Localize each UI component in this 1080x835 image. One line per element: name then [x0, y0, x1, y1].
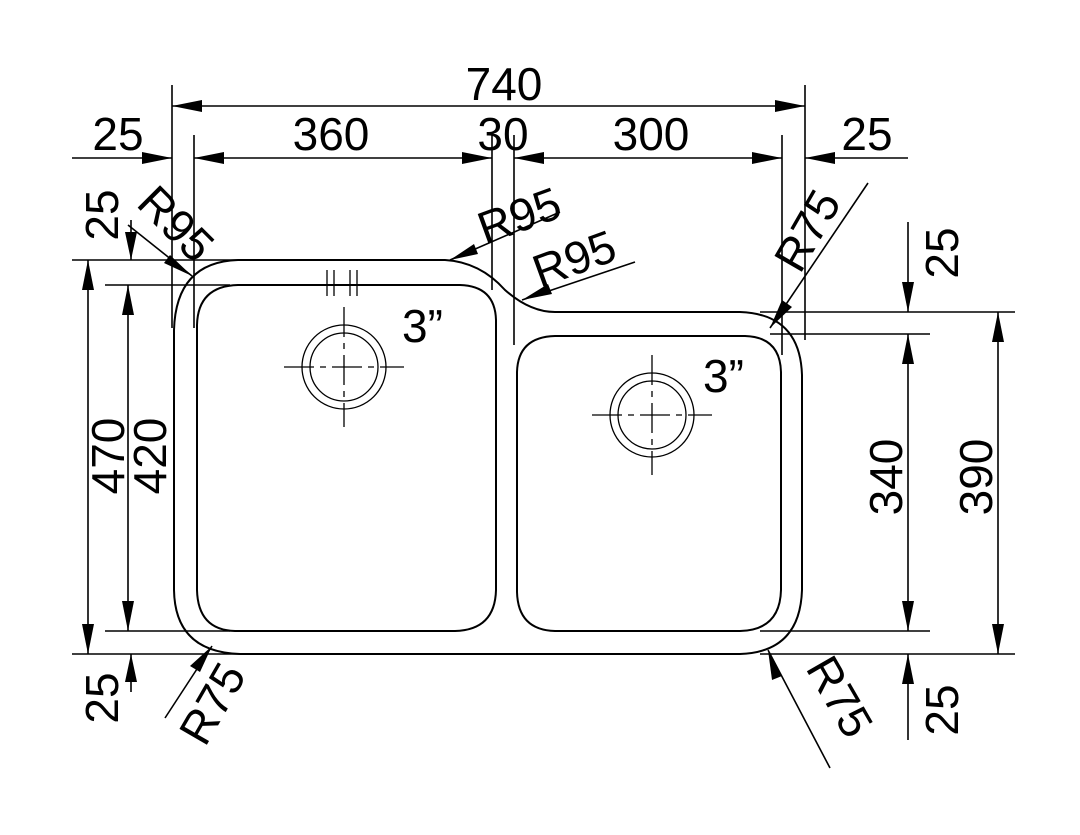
dim-left-bowl-width [194, 152, 492, 164]
radius-top-right-label: R75 [764, 181, 851, 280]
right-drain [592, 355, 712, 475]
dim-right-bowl-height [902, 334, 914, 631]
radius-bottom-left-leader [164, 645, 213, 719]
top-right-margin-label: 25 [916, 227, 968, 278]
bottom-left-margin-label: 25 [76, 672, 128, 723]
extension-lines [72, 85, 1015, 655]
overall-height-label: 470 [82, 418, 134, 495]
faucet-marks [326, 270, 358, 296]
dim-overall-width [172, 100, 805, 112]
right-drain-label: 3” [703, 350, 744, 402]
left-drain [284, 307, 404, 427]
bottom-right-margin-label: 25 [916, 684, 968, 735]
radius-bottom-right-label: R75 [796, 647, 883, 746]
left-drain-label: 3” [402, 300, 443, 352]
radius-bottom-right-leader [767, 649, 831, 769]
radius-divider-top-leader [449, 211, 561, 261]
dim-bottom-right-margin [902, 654, 914, 740]
radius-top-right-leader [769, 182, 869, 329]
right-bowl-outline [516, 335, 782, 632]
dim-right-bowl-width [514, 152, 782, 164]
radius-divider-step-leader [521, 261, 636, 301]
radius-top-left-leader [127, 224, 193, 277]
left-margin-label: 25 [92, 108, 143, 160]
dim-right-margin [805, 152, 908, 164]
dim-left-margin [72, 152, 172, 164]
right-margin-label: 25 [841, 108, 892, 160]
left-bowl-width-label: 360 [293, 108, 370, 160]
right-bowl-width-label: 300 [613, 108, 690, 160]
right-overall-height-label: 390 [950, 439, 1002, 516]
dim-right-overall-height [992, 312, 1004, 654]
top-left-margin-label: 25 [76, 189, 128, 240]
dim-left-bowl-height [122, 285, 134, 631]
overall-width-label: 740 [466, 58, 543, 110]
sink-outer-outline [173, 259, 803, 655]
divider-width-label: 30 [477, 108, 528, 160]
left-bowl-outline [196, 284, 497, 632]
radius-bottom-left-label: R75 [169, 654, 256, 753]
left-bowl-height-label: 420 [124, 418, 176, 495]
radius-top-left-label: R95 [128, 175, 224, 271]
dim-overall-height [82, 260, 94, 654]
dim-top-right-margin [902, 222, 914, 312]
dim-bottom-left-margin [125, 654, 137, 692]
right-bowl-height-label: 340 [860, 439, 912, 516]
